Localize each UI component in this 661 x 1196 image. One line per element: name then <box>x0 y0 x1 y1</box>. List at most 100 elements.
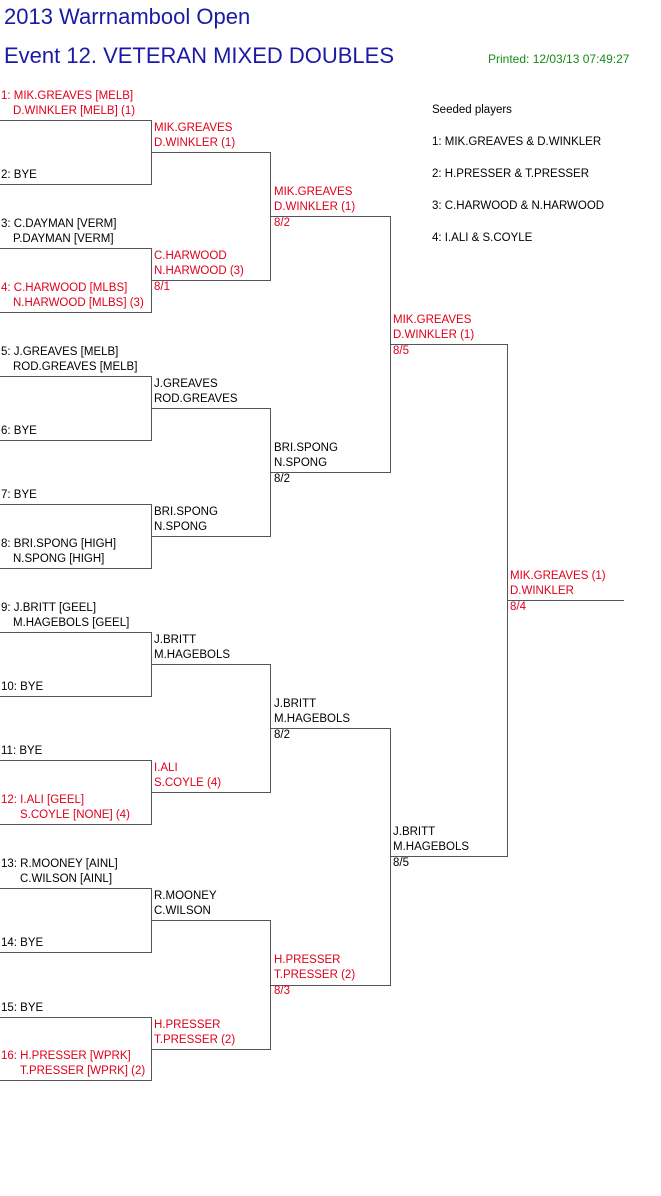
r3-score: 8/2 <box>274 729 290 741</box>
bracket-line <box>0 440 152 441</box>
bracket-line <box>0 184 152 185</box>
r1-entry-line1: 16: H.PRESSER [WPRK] <box>1 1050 131 1062</box>
r3-entry-line1: BRI.SPONG <box>274 442 338 454</box>
r2-entry-line2: C.WILSON <box>154 905 211 917</box>
bracket-line <box>0 504 152 505</box>
r2-entry-line2: M.HAGEBOLS <box>154 649 231 661</box>
r1-entry-line1: 5: J.GREAVES [MELB] <box>1 346 119 358</box>
r2-entry-line1: H.PRESSER <box>154 1019 221 1031</box>
r2-entry-line1: J.GREAVES <box>154 378 218 390</box>
final-score: 8/4 <box>510 601 526 613</box>
bracket-line <box>151 536 271 537</box>
seeded-heading: Seeded players <box>432 104 512 116</box>
r3-entry-line2: T.PRESSER (2) <box>274 969 356 981</box>
r1-entry-line1: 11: BYE <box>1 745 43 757</box>
bracket-line <box>0 1080 152 1081</box>
r2-entry-line1: MIK.GREAVES <box>154 122 233 134</box>
bracket-line <box>151 664 271 665</box>
sf-score: 8/5 <box>393 345 409 357</box>
r3-entry-line1: H.PRESSER <box>274 954 341 966</box>
seed-entry: 2: H.PRESSER & T.PRESSER <box>432 168 590 180</box>
bracket-line <box>390 856 508 857</box>
r2-entry-line2: S.COYLE (4) <box>154 777 222 789</box>
r2-entry-line2: T.PRESSER (2) <box>154 1034 236 1046</box>
bracket-line <box>0 888 152 889</box>
r2-entry-line1: I.ALI <box>154 762 178 774</box>
r1-entry-line1: 7: BYE <box>1 489 37 501</box>
bracket-line <box>151 1049 271 1050</box>
r2-entry-line1: J.BRITT <box>154 634 197 646</box>
r3-entry-line2: N.SPONG <box>274 457 328 469</box>
bracket-line <box>0 568 152 569</box>
sf-entry-line1: J.BRITT <box>393 826 436 838</box>
r3-entry-line2: M.HAGEBOLS <box>274 713 351 725</box>
bracket-line <box>151 408 271 409</box>
r2-entry-line2: N.HARWOOD (3) <box>154 265 244 277</box>
r2-score: 8/1 <box>154 281 170 293</box>
r1-entry-line1: 1: MIK.GREAVES [MELB] <box>1 90 134 102</box>
r1-entry-line1: 12: I.ALI [GEEL] <box>1 794 85 806</box>
bracket-line <box>390 344 508 345</box>
event-title: Event 12. VETERAN MIXED DOUBLES <box>4 43 395 68</box>
r1-entry-line1: 4: C.HARWOOD [MLBS] <box>1 282 128 294</box>
bracket-line <box>270 216 391 217</box>
bracket-line <box>151 152 271 153</box>
final-entry-line2: D.WINKLER <box>510 585 574 597</box>
sf-entry-line1: MIK.GREAVES <box>393 314 472 326</box>
bracket-line <box>0 1017 152 1018</box>
bracket-line <box>151 920 271 921</box>
r1-entry-line1: 2: BYE <box>1 169 37 181</box>
tournament-title: 2013 Warrnambool Open <box>4 4 251 29</box>
r1-entry-line2: S.COYLE [NONE] (4) <box>20 809 130 821</box>
final-entry-line1: MIK.GREAVES (1) <box>510 570 606 582</box>
sf-score: 8/5 <box>393 857 409 869</box>
r3-score: 8/2 <box>274 473 290 485</box>
bracket-line <box>151 280 271 281</box>
r1-entry-line1: 13: R.MOONEY [AINL] <box>1 858 118 870</box>
r3-entry-line1: MIK.GREAVES <box>274 186 353 198</box>
r1-entry-line1: 9: J.BRITT [GEEL] <box>1 602 97 614</box>
bracket-line <box>0 760 152 761</box>
r1-entry-line2: ROD.GREAVES [MELB] <box>13 361 138 373</box>
seed-entry: 4: I.ALI & S.COYLE <box>432 232 533 244</box>
r1-entry-line2: D.WINKLER [MELB] (1) <box>13 105 136 117</box>
bracket-line <box>270 728 391 729</box>
r1-entry-line2: M.HAGEBOLS [GEEL] <box>13 617 130 629</box>
bracket-line <box>0 248 152 249</box>
bracket-line <box>507 600 624 601</box>
r1-entry-line1: 3: C.DAYMAN [VERM] <box>1 218 117 230</box>
r1-entry-line2: N.SPONG [HIGH] <box>13 553 105 565</box>
bracket-line <box>0 824 152 825</box>
r1-entry-line1: 15: BYE <box>1 1002 44 1014</box>
bracket-connector <box>151 1017 152 1080</box>
r1-entry-line2: P.DAYMAN [VERM] <box>13 233 114 245</box>
r3-entry-line2: D.WINKLER (1) <box>274 201 356 213</box>
r1-entry-line1: 14: BYE <box>1 937 44 949</box>
bracket-line <box>0 696 152 697</box>
r1-entry-line2: C.WILSON [AINL] <box>20 873 113 885</box>
seed-entry: 1: MIK.GREAVES & D.WINKLER <box>432 136 602 148</box>
r2-entry-line1: C.HARWOOD <box>154 250 227 262</box>
r2-entry-line1: R.MOONEY <box>154 890 217 902</box>
r2-entry-line1: BRI.SPONG <box>154 506 218 518</box>
bracket-line <box>0 952 152 953</box>
sf-entry-line2: M.HAGEBOLS <box>393 841 470 853</box>
r2-entry-line2: D.WINKLER (1) <box>154 137 236 149</box>
bracket-line <box>0 312 152 313</box>
r1-entry-line1: 8: BRI.SPONG [HIGH] <box>1 538 117 550</box>
bracket-line <box>0 376 152 377</box>
r1-entry-line1: 6: BYE <box>1 425 37 437</box>
seed-entry: 3: C.HARWOOD & N.HARWOOD <box>432 200 605 212</box>
r3-score: 8/2 <box>274 217 290 229</box>
r3-entry-line1: J.BRITT <box>274 698 317 710</box>
r2-entry-line2: N.SPONG <box>154 521 208 533</box>
r2-entry-line2: ROD.GREAVES <box>154 393 238 405</box>
printed-timestamp: Printed: 12/03/13 07:49:27 <box>488 52 630 66</box>
bracket-connector <box>270 920 271 1049</box>
r1-entry-line2: N.HARWOOD [MLBS] (3) <box>13 297 144 309</box>
bracket-line <box>270 985 391 986</box>
sf-entry-line2: D.WINKLER (1) <box>393 329 475 341</box>
bracket-line <box>0 120 152 121</box>
bracket-line <box>151 792 271 793</box>
r1-entry-line1: 10: BYE <box>1 681 44 693</box>
